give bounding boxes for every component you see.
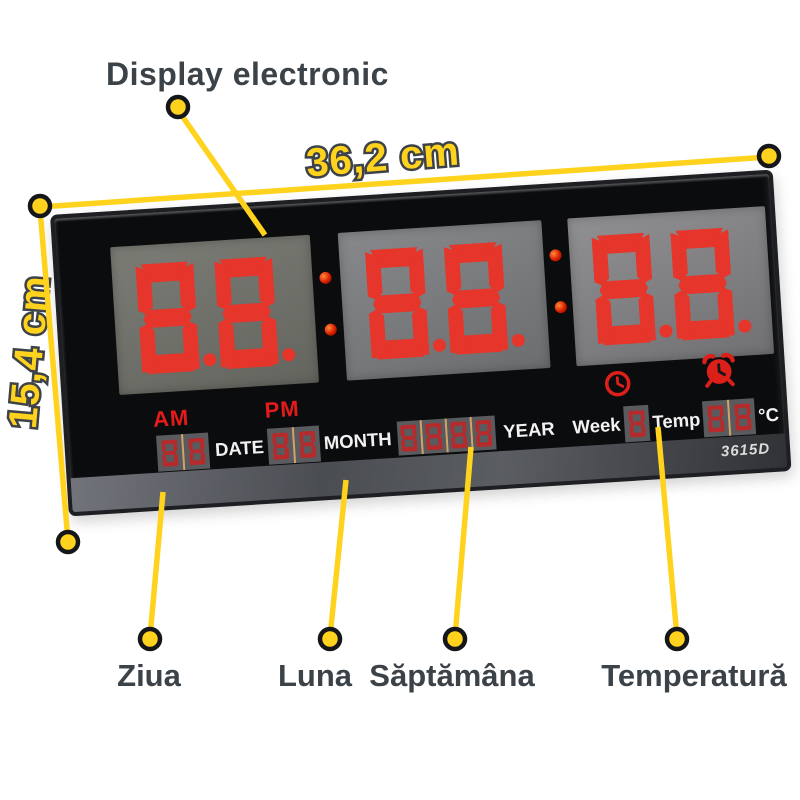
clock-icon (604, 370, 631, 397)
month-callout-label: Luna (277, 658, 353, 693)
minutes-digits (362, 241, 527, 361)
date-digits (156, 432, 211, 472)
temperature-callout-dot (664, 626, 690, 652)
seconds-digits (588, 226, 753, 346)
pm-indicator: PM (263, 395, 301, 423)
hours-display-panel (110, 234, 320, 395)
year-label: YEAR (502, 417, 556, 442)
month-label: MONTH (323, 428, 393, 454)
colon-led (319, 271, 332, 285)
month-callout-dot (317, 626, 343, 652)
colon-led (549, 248, 562, 262)
temp-digits (702, 398, 757, 438)
week-callout-label: Săptămâna (369, 658, 535, 693)
top-left-dimension-dot (27, 193, 53, 219)
week-callout-dot (442, 626, 468, 652)
temp-label: Temp (651, 408, 701, 433)
month-callout-line (327, 479, 349, 638)
minutes-display-panel (337, 220, 551, 381)
width-dimension-label: 36,2 cm (302, 127, 464, 188)
model-number: 3615D (720, 440, 771, 461)
week-label: Week (571, 413, 622, 438)
month-digits (266, 425, 322, 465)
top-right-dimension-dot (756, 143, 782, 169)
day-callout-line (147, 491, 166, 638)
height-dimension-label: 15,4 cm (0, 271, 61, 433)
date-label: DATE (214, 436, 265, 461)
colon-led (324, 323, 338, 336)
am-indicator: AM (152, 404, 190, 432)
alarm-icon (702, 353, 735, 388)
day-callout-label: Ziua (117, 658, 181, 693)
seconds-display-panel (567, 206, 775, 367)
display-callout-dot (165, 94, 191, 120)
day-callout-dot (137, 626, 163, 652)
week-digit (623, 404, 651, 443)
year-digits (396, 415, 497, 456)
colon-led (554, 300, 568, 314)
hours-digits (132, 255, 297, 375)
temperature-callout-label: Temperatură (601, 658, 787, 693)
bottom-left-dimension-dot (55, 529, 81, 555)
display-callout-label: Display electronic (106, 56, 389, 92)
celsius-label: °C (757, 403, 780, 426)
led-clock: 3615D AM PM DATE (50, 169, 792, 517)
